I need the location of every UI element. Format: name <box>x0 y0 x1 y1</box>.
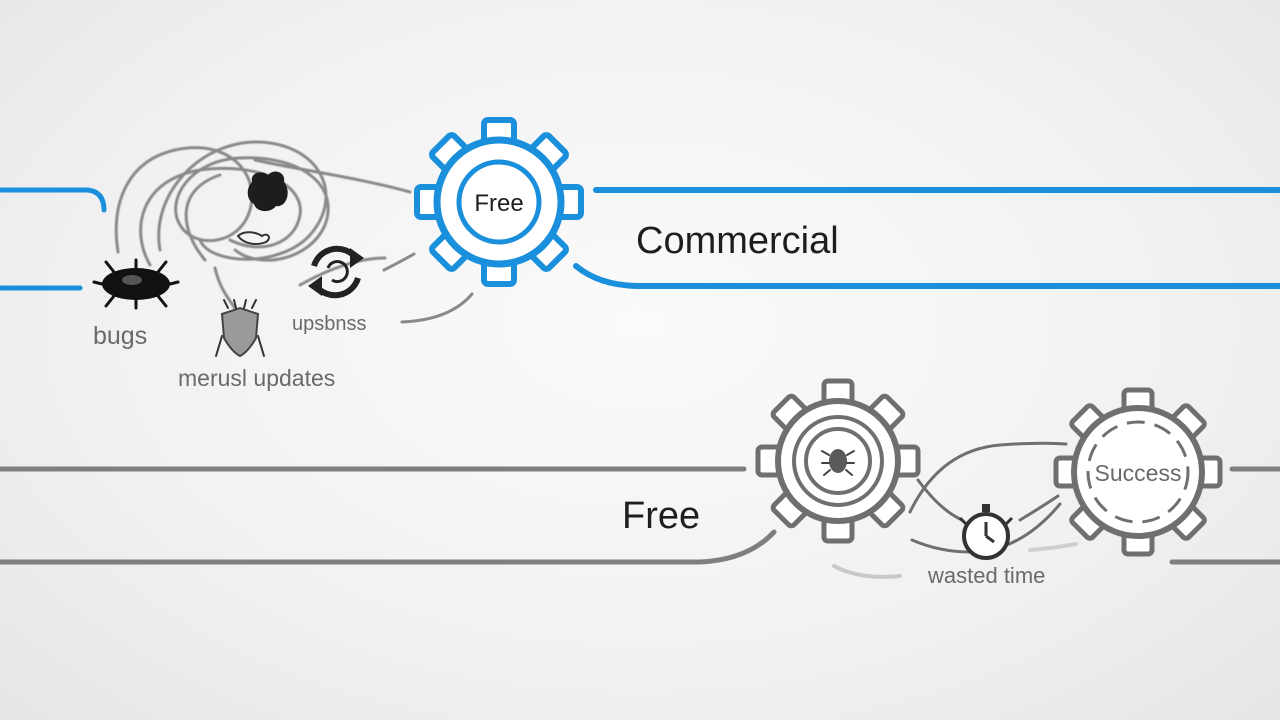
bottom-lane-left-rail-lower <box>0 529 777 565</box>
top-gear-icon: Free <box>414 117 584 287</box>
top-gear-label: Free <box>474 190 523 217</box>
middle-gear-icon <box>755 378 921 544</box>
shield-bug-icon <box>215 299 265 358</box>
success-label: Success <box>1095 460 1182 486</box>
virus-blob-icon <box>236 171 288 245</box>
commercial-heading: Commercial <box>636 220 839 262</box>
bug-icon <box>821 449 855 476</box>
top-lane: bugs merusl updates upsbnss <box>0 117 1280 391</box>
updates-small-label: upsbnss <box>292 313 367 335</box>
bottom-lane: Free <box>0 378 1280 588</box>
free-heading: Free <box>622 495 700 537</box>
bugs-label: bugs <box>93 322 147 350</box>
success-gear-icon: Success <box>1053 387 1223 557</box>
connector-refresh-gear <box>382 252 416 272</box>
connector-upsbnss-gear <box>400 292 474 324</box>
stopwatch-icon <box>958 504 1014 560</box>
wasted-time-label: wasted time <box>927 563 1045 588</box>
bug-icon <box>92 258 180 310</box>
top-lane-left-rail-upper <box>0 187 107 213</box>
manual-updates-label: merusl updates <box>178 365 335 391</box>
top-lane-right-rail-lower <box>573 263 1280 289</box>
refresh-icon <box>308 245 364 299</box>
